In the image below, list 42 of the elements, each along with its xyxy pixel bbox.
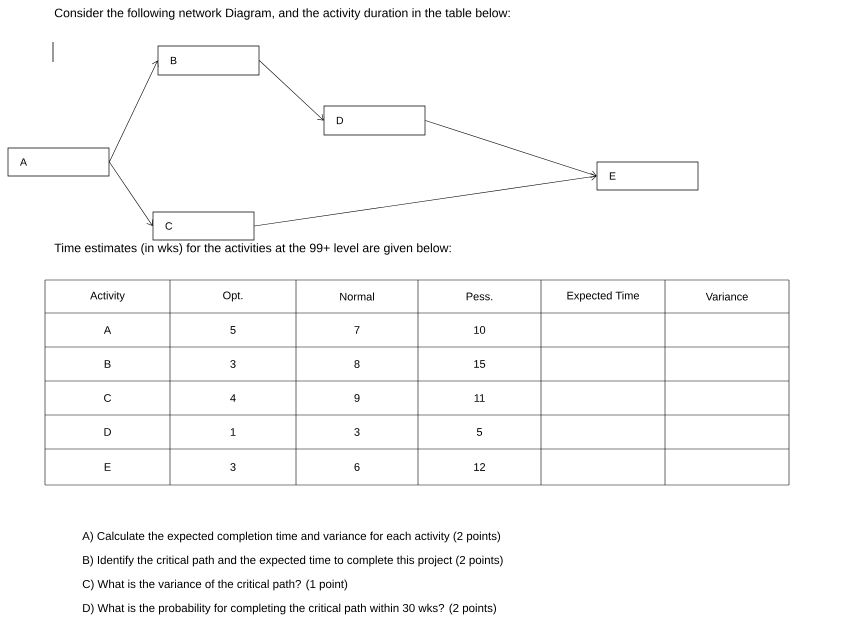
table-cell: 7 (354, 326, 360, 334)
arrow (109, 60, 159, 162)
activity-box: E (596, 162, 698, 190)
table-cell: 1 (230, 428, 236, 436)
question: D) What is the probability for completing the critical path within 30 wks? (2 points) (83, 604, 496, 614)
table-cell: 3 (230, 360, 236, 368)
table-cell: C (104, 394, 112, 402)
table-header-cell: Variance (706, 292, 748, 301)
question: A) Calculate the expected completion time and variance for each activity (2 points) (82, 532, 500, 542)
table-header-cell: Pess. (466, 292, 492, 300)
table-cell: 9 (354, 394, 360, 402)
title: Consider the following network Diagram, and the activity duration in the table below: (54, 8, 510, 20)
intro-text: Time estimates (in wks) for the activities at the 99+ level are given below: (54, 243, 451, 255)
table-cell: 8 (354, 360, 360, 368)
table-cell: E (104, 463, 111, 471)
table-cell: 5 (230, 326, 236, 334)
question: C) What is the variance of the critical path? (1 point) (82, 580, 348, 590)
arrow (254, 173, 597, 226)
arrow (425, 120, 597, 178)
arrow (259, 60, 324, 120)
question: B) Identify the critical path and the expected time to complete this project (2 points) (83, 556, 503, 566)
activity-box: C (152, 212, 254, 240)
table-header-cell: Activity (90, 291, 125, 302)
table-cell: D (104, 428, 111, 436)
table-header-cell: Normal (340, 292, 374, 301)
table-header-cell: Expected Time (567, 291, 639, 302)
activity-box: D (324, 106, 426, 136)
activity-box: B (158, 46, 260, 76)
table-cell: 11 (474, 394, 485, 402)
arrow (109, 162, 153, 226)
table-cell: 3 (354, 428, 360, 436)
table-cell: B (104, 360, 111, 368)
table-cell: 10 (474, 326, 486, 334)
table-cell: 12 (474, 463, 486, 471)
table-header-cell: Opt. (223, 292, 242, 302)
table-cell: 6 (354, 463, 360, 471)
table-cell: A (104, 326, 112, 334)
table-cell: 5 (476, 428, 482, 436)
table-cell: 4 (230, 394, 236, 402)
table-cell: 3 (230, 463, 236, 471)
activity-box: A (8, 148, 110, 176)
table-cell: 15 (474, 360, 486, 368)
